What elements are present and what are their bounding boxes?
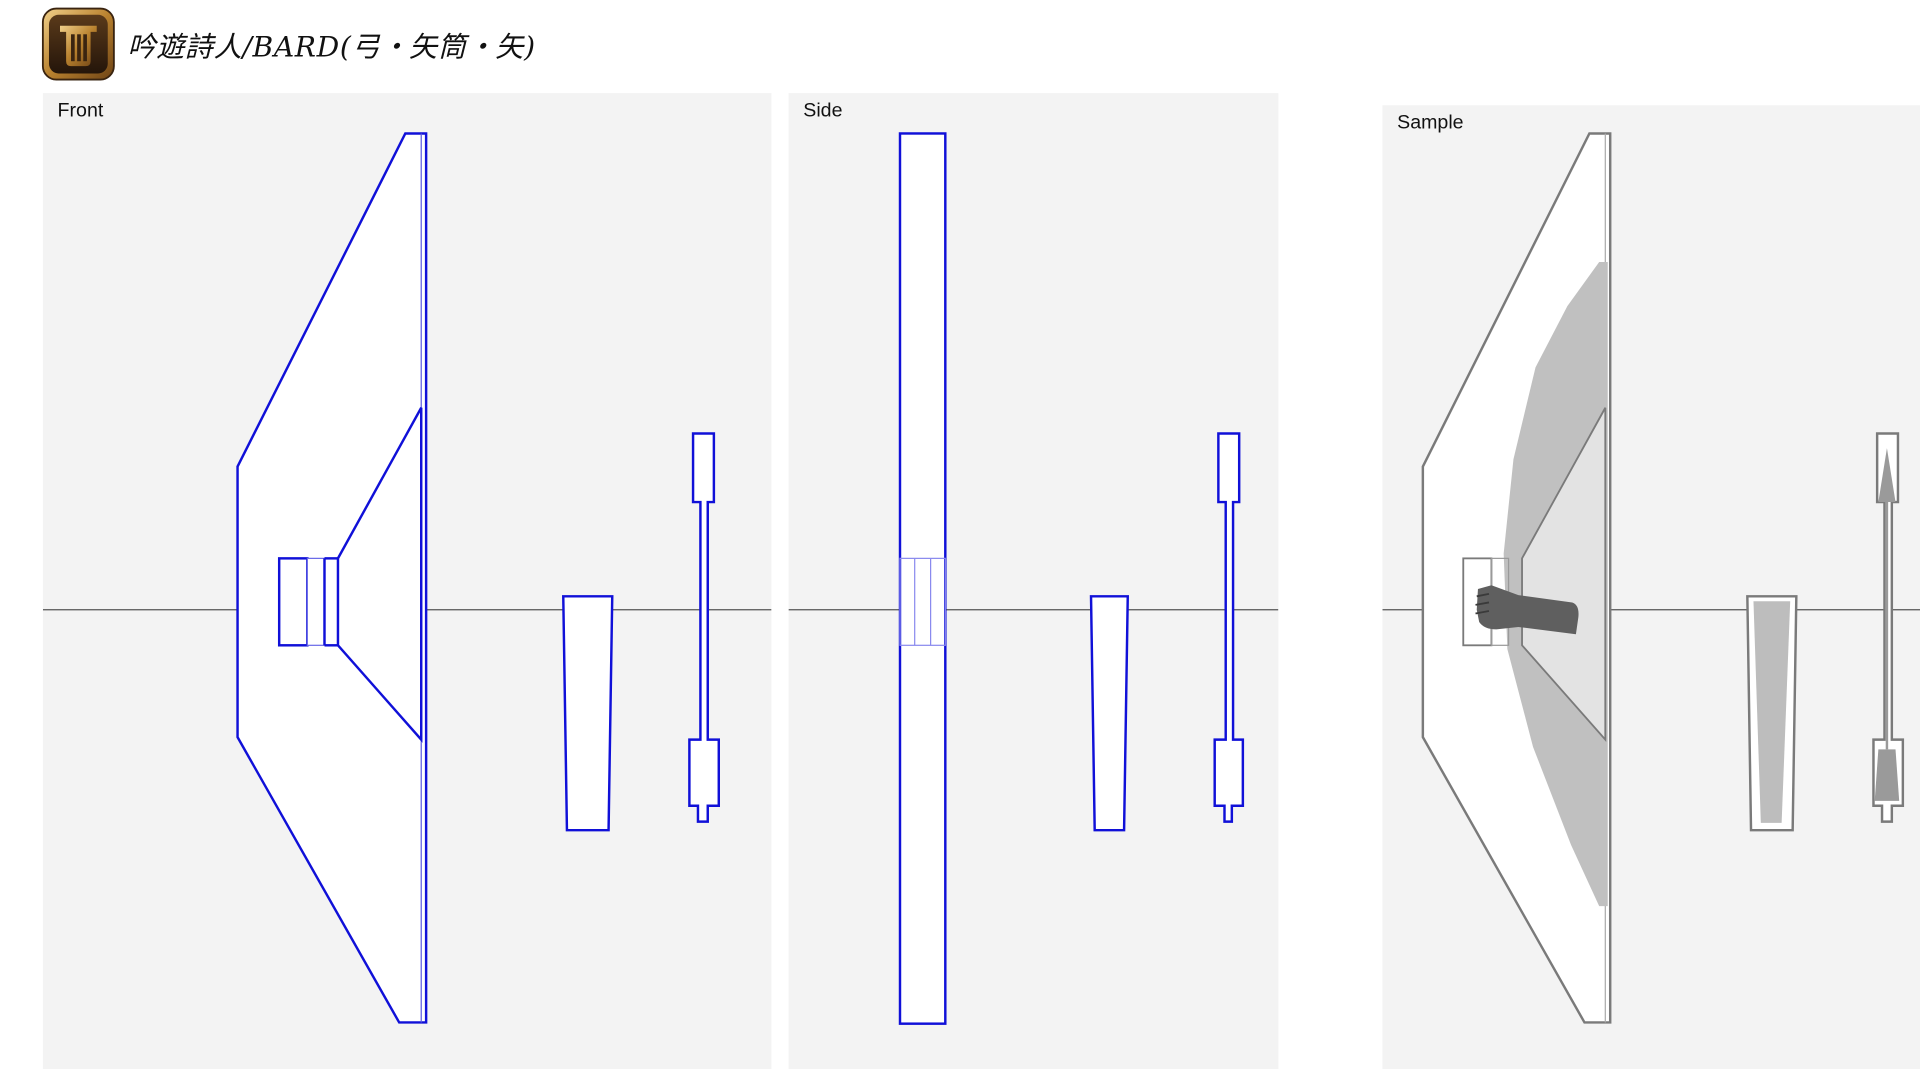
page-title: 吟遊詩人/BARD(弓・矢筒・矢) bbox=[127, 31, 536, 64]
bow-side-outline bbox=[898, 132, 947, 1025]
side-view-label: Side bbox=[803, 100, 843, 122]
sample-quiver-fill bbox=[1753, 601, 1791, 823]
bow-grip-joint bbox=[306, 557, 326, 646]
arrow-outline bbox=[688, 432, 721, 823]
front-view-panel: Front bbox=[42, 93, 772, 1069]
quiver-side-outline bbox=[1089, 595, 1129, 832]
side-view-drawing bbox=[788, 132, 1279, 1025]
arrow-side-outline bbox=[1213, 432, 1245, 823]
sample-view-label: Sample bbox=[1397, 112, 1464, 134]
side-view-panel: Side bbox=[788, 93, 1279, 1069]
front-view-label: Front bbox=[57, 100, 104, 122]
bow-side-grip bbox=[899, 557, 946, 646]
sample-arrow-fletching bbox=[1874, 749, 1900, 801]
sample-view-panel: Sample bbox=[1382, 105, 1920, 1069]
header: 吟遊詩人/BARD(弓・矢筒・矢) bbox=[41, 5, 536, 83]
sample-hand-icon bbox=[1476, 585, 1579, 635]
sample-view-drawing bbox=[1382, 132, 1920, 1024]
quiver-outline bbox=[562, 595, 614, 832]
bard-job-icon bbox=[41, 7, 115, 81]
sample-arrowhead bbox=[1878, 448, 1896, 503]
bow-grip bbox=[277, 557, 309, 647]
bow-outline bbox=[236, 132, 428, 1024]
sample-bow-inner-cutout bbox=[1521, 407, 1607, 743]
front-view-drawing bbox=[42, 132, 772, 1024]
